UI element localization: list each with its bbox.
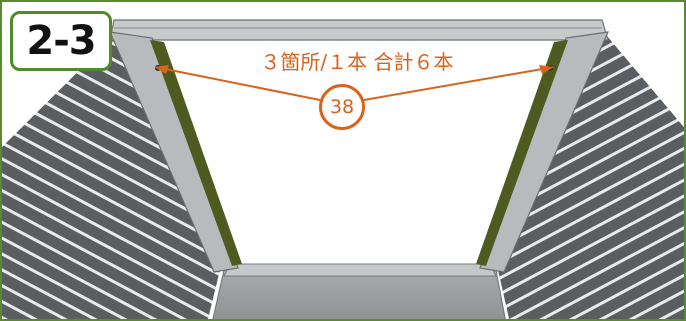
part-number-label: 38 [329,96,355,118]
left-wall-panel [2,30,220,319]
part-number-badge: 38 [319,84,365,130]
floor-panel [212,269,506,319]
right-rubber-strip [476,40,568,266]
leader-line-right [363,67,549,101]
left-frame-post [109,31,239,273]
step-label: 2-3 [26,18,96,64]
floor-rail [223,263,497,277]
right-wall-panel [498,30,684,319]
callout-text: ３箇所/１本 合計６本 [260,50,454,74]
right-frame-post [479,31,609,273]
step-badge: 2-3 [10,11,112,71]
top-crossbar [109,19,609,41]
left-rubber-strip [150,40,242,266]
leader-arrow-right [539,65,554,74]
leader-arrow-left [154,65,169,74]
leader-line-left [159,67,321,101]
